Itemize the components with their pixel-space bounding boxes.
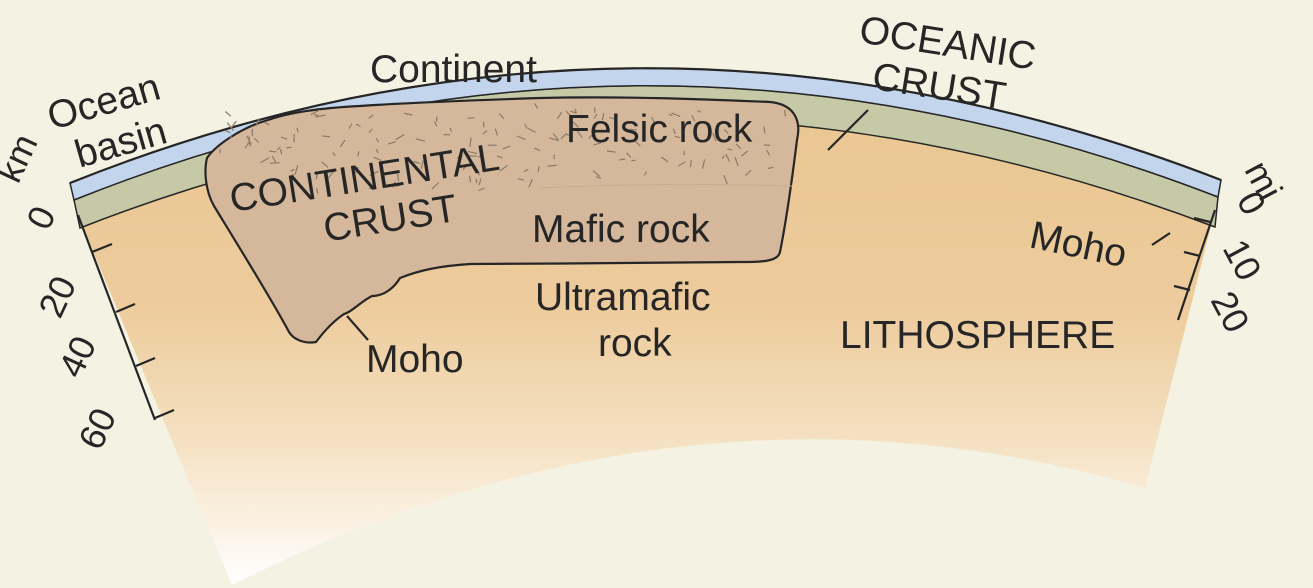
right-scale-tick-10: 10 [1215,233,1270,288]
speckle [322,136,330,137]
speckle [467,118,474,119]
speckle [286,147,291,148]
lithosphere-label: LITHOSPHERE [840,314,1115,357]
ultramafic-rock-label-line2: rock [598,322,672,365]
speckle [684,151,685,155]
continent-label: Continent [370,48,537,91]
left-scale-unit: km [0,128,46,189]
mafic-rock-label: Mafic rock [532,208,710,251]
speckle [785,110,786,117]
speckle [270,163,280,164]
speckle [764,145,770,146]
speckle [297,128,298,133]
felsic-rock-label: Felsic rock [566,108,753,151]
speckle [225,112,231,117]
left-scale-tick-40: 40 [50,330,104,384]
speckle [269,151,276,152]
speckle [691,160,692,167]
moho-continental-label: Moho [366,338,464,381]
ultramafic-rock-label-line1: Ultramafic [535,276,711,319]
left-scale-tick-0: 0 [18,200,64,235]
left-scale-tick-20: 20 [30,270,84,324]
left-scale-tick-60: 60 [70,402,124,456]
right-scale-tick-20: 20 [1203,285,1258,340]
speckle [220,149,221,153]
